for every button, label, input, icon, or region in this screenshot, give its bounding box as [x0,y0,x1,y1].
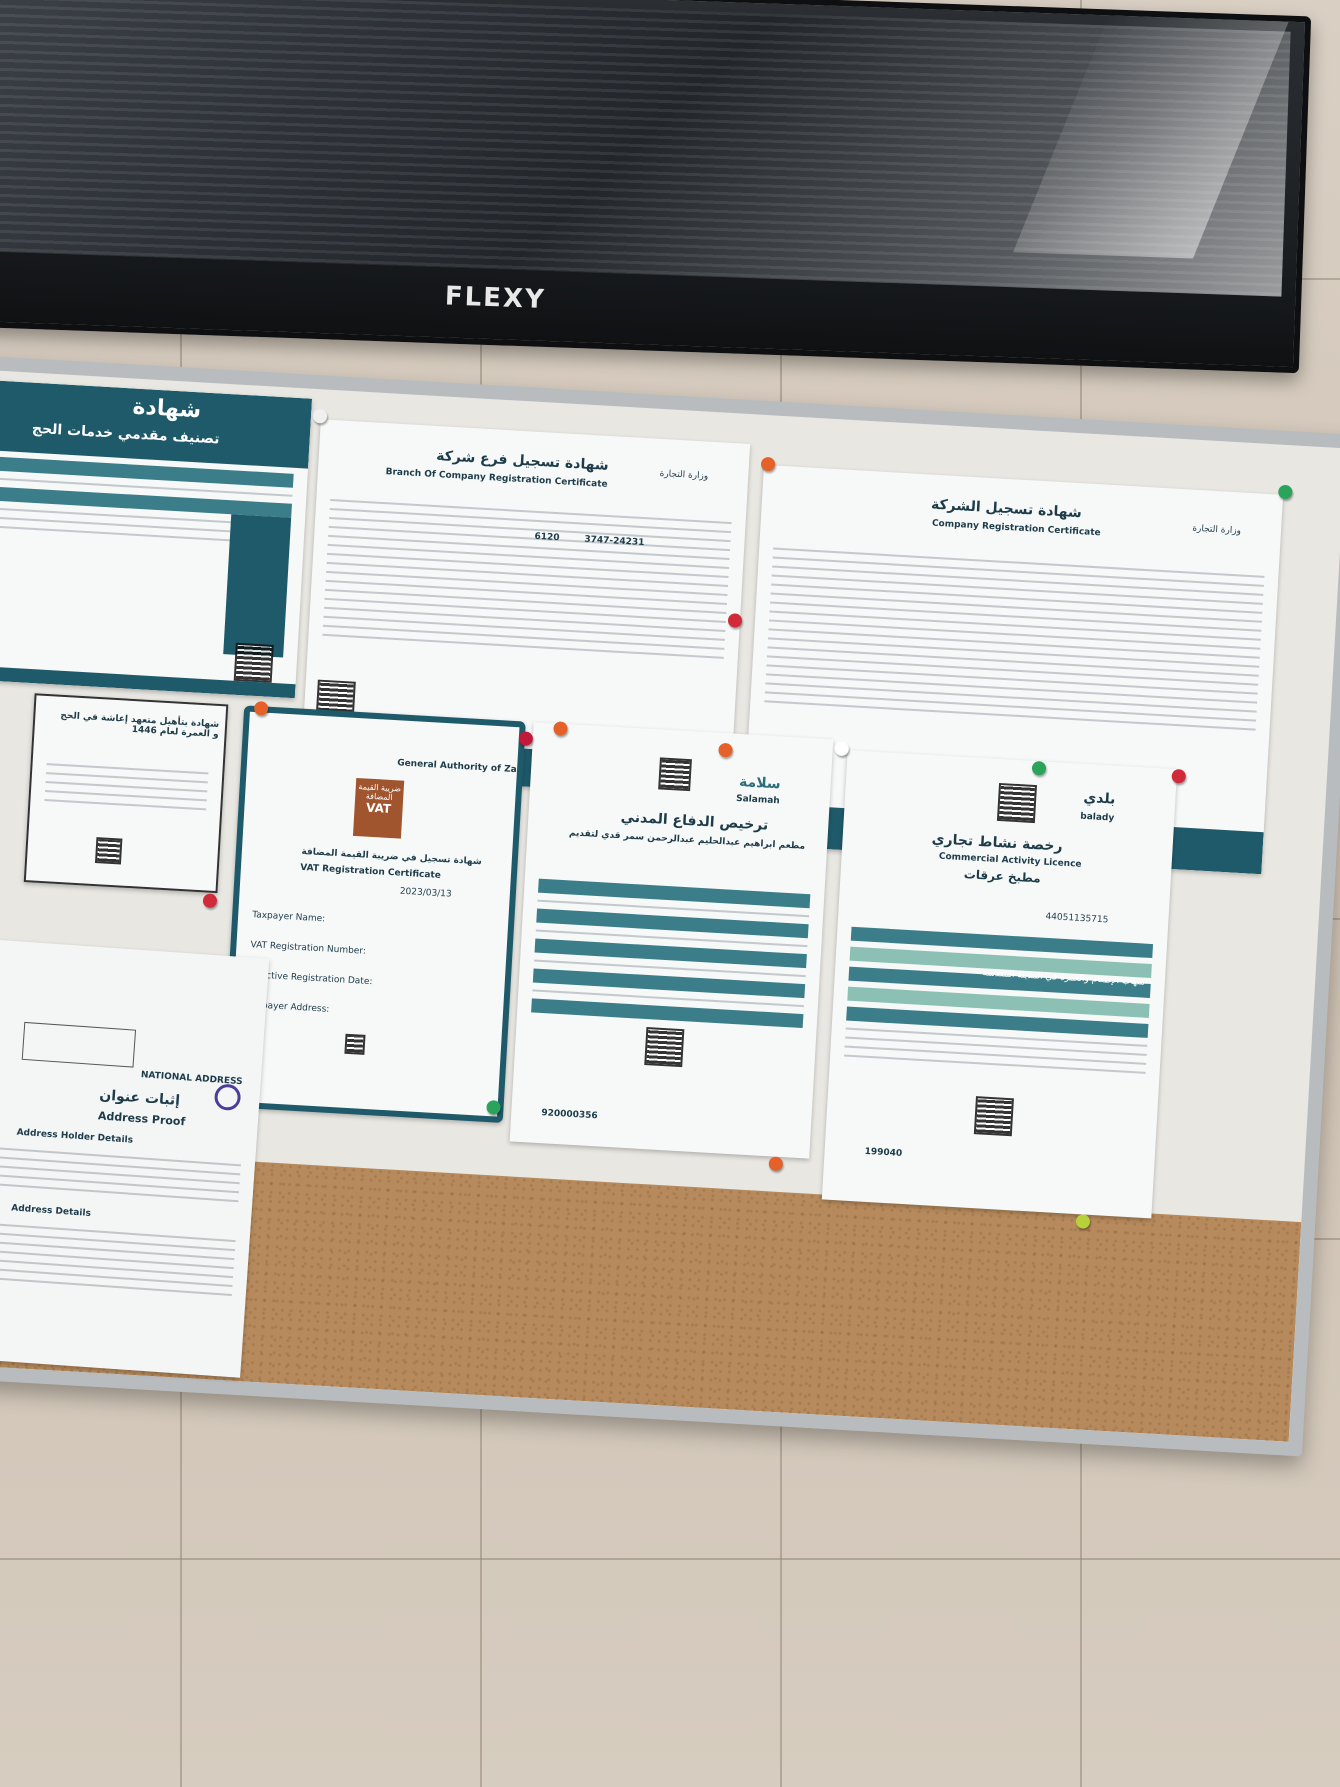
section-heading: Address Details [10,1203,92,1219]
hotline-number: 199040 [864,1146,903,1159]
classification-certificate: شهادة تصنيف مقدمي خدمات الحج [0,379,313,699]
certificate-title: شهادة تسجيل الشركة [930,496,1083,522]
civil-defense-licence: سلامة Salamah ترخيص الدفاع المدني مطعم ا… [509,722,834,1159]
vat-registration-certificate: General Authority of Zakat & Tax ضريبة ا… [221,705,526,1123]
push-pin [202,893,218,909]
certificate-title: شهادة تسجيل فرع شركة [435,448,610,474]
push-pin [1277,484,1293,500]
qr-code [644,1027,685,1068]
television: FLEXY [0,0,1312,374]
brand-name-en: balady [1079,811,1115,824]
qr-code [344,1033,366,1055]
ministry-name: وزارة التجارة [659,468,709,482]
field-label: VAT Registration Number: [250,940,367,957]
push-pin [768,1156,784,1172]
certificate-title-en: Company Registration Certificate [931,518,1101,539]
document-title: إثبات عنوان [98,1087,181,1109]
certificate-title: شهادة [131,394,202,424]
address-proof-document: NATIONAL ADDRESS إثبات عنوان Address Pro… [0,940,270,1378]
document-title-en: Address Proof [97,1109,186,1129]
table-row [0,486,292,518]
certificate-header: شهادة تصنيف مقدمي خدمات الحج [0,379,313,469]
licence-title: رخصة نشاط تجاري [931,831,1063,855]
qr-code [973,1096,1014,1137]
commercial-activity-licence: بلدي balady رخصة نشاط تجاري Commercial A… [821,750,1178,1219]
qr-code [233,642,274,683]
brand-name: بلدي [1083,789,1116,808]
licence-number: 44051135715 [1045,911,1109,926]
tv-brand-logo: FLEXY [444,281,547,315]
certificate-title: شهادة بتأهيل متعهد إعاشة في الحج و العمر… [60,710,220,740]
issue-date: 2023/03/13 [399,886,452,900]
ministry-name: وزارة التجارة [1192,523,1242,537]
field-label: Taxpayer Name: [251,910,326,925]
side-panel [223,514,292,658]
brand-name: سلامة [738,773,782,793]
reference-box [21,1021,137,1068]
push-pin [727,613,743,628]
qr-code [996,782,1038,824]
hajj-qualification-certificate: شهادة بتأهيل متعهد إعاشة في الحج و العمر… [23,693,229,894]
certificate-subtitle: تصنيف مقدمي خدمات الحج [31,420,221,448]
qr-code [658,757,692,792]
national-address-logo [213,1083,242,1112]
business-name: مطعم ابراهيم عبدالحليم عبدالرحمن سمر قدي… [568,828,806,852]
authority-name: General Authority of Zakat & Tax [396,758,526,778]
licence-title: ترخيص الدفاع المدني [620,809,769,834]
vat-badge: ضريبة القيمة المضافة VAT [352,777,405,839]
qr-code [94,837,123,865]
hotline-number: 920000356 [541,1108,598,1122]
brand-name-en: Salamah [735,793,780,807]
licence-subtitle: مطبخ عرقات [963,867,1042,886]
certificate-title-en: VAT Registration Certificate [299,862,442,881]
